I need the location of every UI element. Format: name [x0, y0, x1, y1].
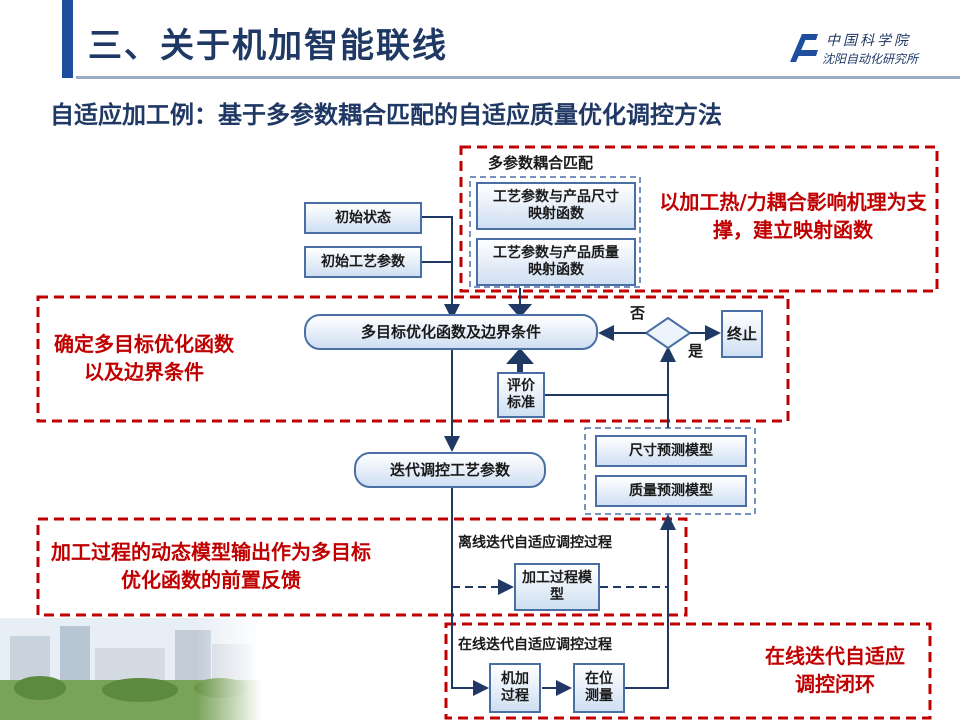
logo-emblem-icon	[786, 30, 822, 66]
frame-objective	[36, 295, 790, 423]
box-quality-predict: 质量预测模型	[595, 475, 747, 507]
box-machining: 机加过程	[489, 663, 541, 713]
box-onsite: 在位测量	[573, 663, 625, 713]
title-accent-bar	[62, 0, 73, 78]
note-objective: 确定多目标优化函数以及边界条件	[54, 332, 234, 384]
frame-multi-param	[469, 176, 641, 288]
connector-initial-state	[422, 216, 460, 320]
decision-no-label: 否	[630, 304, 646, 322]
box-size-predict: 尺寸预测模型	[595, 435, 747, 467]
decision-diamond	[644, 316, 692, 350]
logo-text-line1: 中国科学院	[826, 33, 911, 49]
connector-mapping-arrowhead	[508, 304, 532, 318]
box-stop: 终止	[721, 310, 763, 358]
box-iterate: 迭代调控工艺参数	[354, 452, 546, 488]
frame-mapping	[459, 145, 939, 293]
box-size-mapping: 工艺参数与产品尺寸映射函数	[476, 182, 636, 230]
note-online: 在线迭代自适应调控闭环	[765, 644, 905, 696]
group-label-multi-param: 多参数耦合匹配	[488, 154, 594, 172]
slide-subtitle: 自适应加工例：基于多参数耦合匹配的自适应质量优化调控方法	[50, 101, 722, 129]
box-objective: 多目标优化函数及边界条件	[304, 314, 598, 350]
note-feedback: 加工过程的动态模型输出作为多目标优化函数的前置反馈	[51, 540, 371, 592]
header-divider	[76, 76, 960, 79]
campus-buildings-image	[0, 618, 262, 720]
connector-onsite-predict	[625, 514, 676, 689]
frame-online	[444, 622, 932, 720]
box-eval: 评价标准	[497, 372, 545, 418]
box-initial-state: 初始状态	[304, 202, 422, 234]
institute-logo	[786, 30, 822, 66]
frame-feedback	[36, 517, 688, 617]
slide-title: 三、关于机加智能联线	[88, 26, 448, 66]
label-offline: 离线迭代自适应调控过程	[458, 535, 612, 551]
logo-text-line2: 沈阳自动化研究所	[822, 52, 919, 66]
box-process-model: 加工过程模型	[514, 563, 600, 611]
box-initial-params: 初始工艺参数	[304, 246, 422, 278]
note-mapping: 以加工热/力耦合影响机理为支撑，建立映射函数	[659, 190, 927, 242]
connector-iterate-machining	[451, 487, 489, 696]
connector-eval-arrowhead	[506, 348, 534, 364]
decision-yes-label: 是	[688, 342, 704, 360]
label-online: 在线迭代自适应调控过程	[458, 637, 612, 653]
box-quality-mapping: 工艺参数与产品质量映射函数	[476, 238, 636, 286]
campus-photo	[0, 618, 262, 720]
